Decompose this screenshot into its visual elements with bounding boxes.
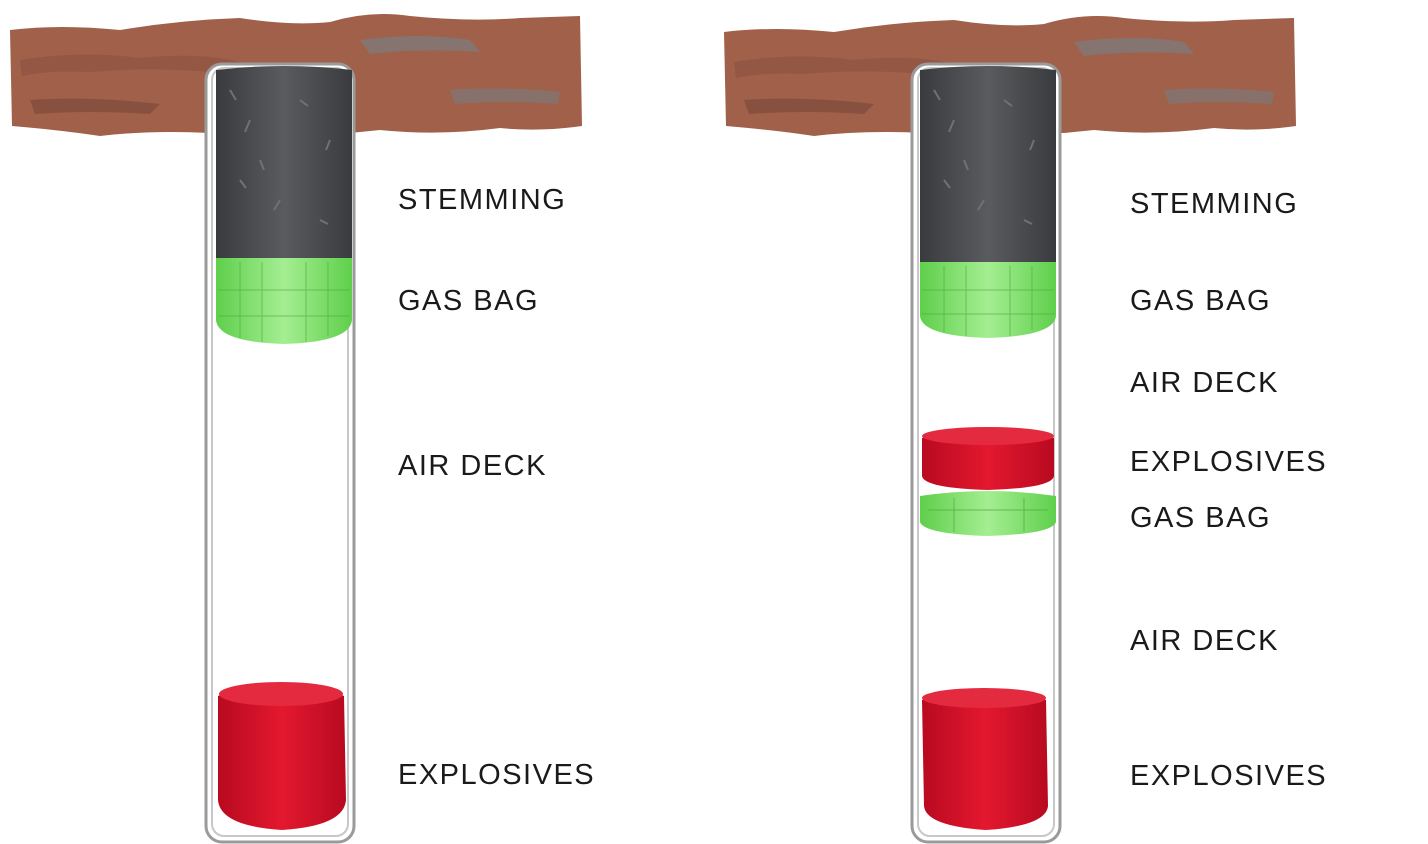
explosives-top — [219, 682, 343, 706]
label-air-deck-bottom: AIR DECK — [1130, 625, 1279, 657]
gas-bag-mid-mesh — [928, 498, 1048, 532]
label-explosives-top: EXPLOSIVES — [1130, 446, 1328, 478]
rock-streak — [360, 36, 480, 54]
stemming-texture — [229, 89, 331, 225]
stemming-fill — [920, 66, 1056, 262]
rock-streak — [450, 88, 560, 104]
gas-bag-fill — [216, 258, 352, 344]
left-borehole-diagram: STEMMING GAS BAG AIR DECK EXPLOSIVES — [10, 14, 596, 844]
rock-streak — [1164, 88, 1274, 104]
explosives-top-cap — [922, 427, 1054, 445]
left-borehole-graphic — [10, 14, 582, 844]
label-stemming: STEMMING — [398, 184, 567, 216]
gas-bag-top-fill — [920, 262, 1056, 338]
gas-bag-mesh — [218, 262, 350, 342]
explosives-top-fill — [922, 429, 1054, 490]
label-explosives-bottom: EXPLOSIVES — [1130, 760, 1328, 792]
label-explosives: EXPLOSIVES — [398, 759, 596, 791]
rock-streak — [734, 56, 954, 78]
label-air-deck-top: AIR DECK — [1130, 367, 1279, 399]
stemming-texture — [933, 89, 1035, 225]
stemming-fill — [216, 66, 352, 258]
rock-streak — [1074, 38, 1194, 56]
label-gas-bag-top: GAS BAG — [1130, 285, 1272, 317]
rock-streak — [20, 54, 240, 76]
explosives-fill — [218, 684, 346, 830]
rock-streak — [30, 98, 160, 114]
right-borehole-diagram: STEMMING GAS BAG AIR DECK EXPLOSIVES GAS… — [714, 0, 1428, 844]
explosives-bottom-cap — [922, 688, 1046, 708]
right-borehole-graphic — [724, 16, 1296, 844]
label-air-deck: AIR DECK — [398, 450, 547, 482]
gas-bag-mid-fill — [920, 491, 1056, 536]
label-gas-bag-mid: GAS BAG — [1130, 502, 1272, 534]
label-stemming: STEMMING — [1130, 188, 1299, 220]
label-gas-bag: GAS BAG — [398, 285, 540, 317]
rock-streak — [744, 98, 874, 114]
gas-bag-mesh — [922, 266, 1054, 336]
explosives-bottom-fill — [922, 691, 1048, 830]
